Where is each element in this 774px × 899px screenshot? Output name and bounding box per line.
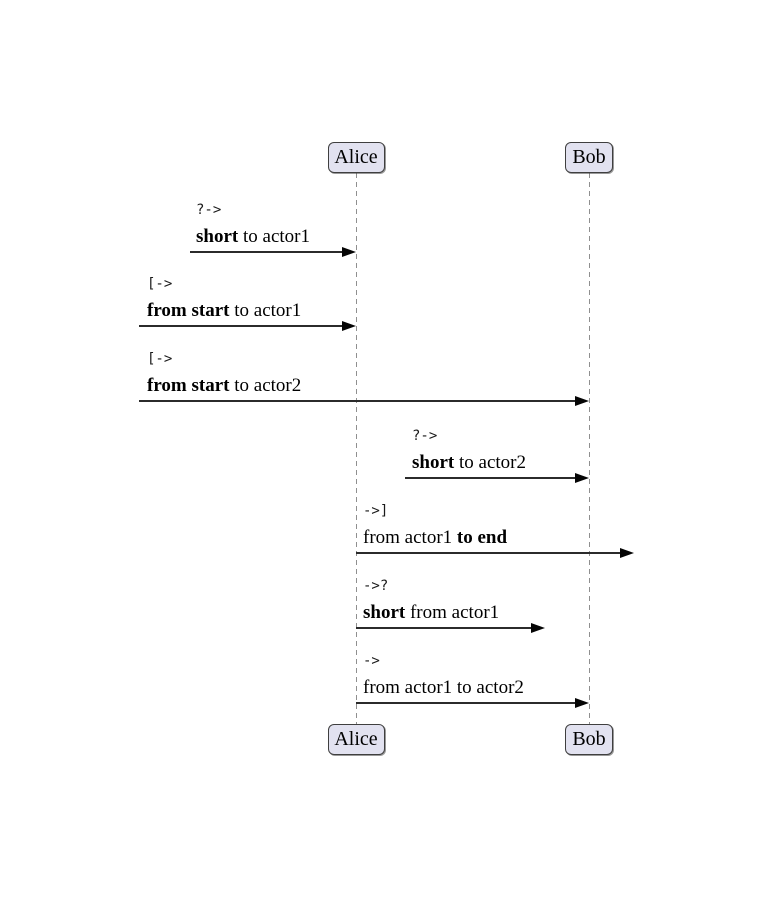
message-2-code: [-> (147, 276, 173, 292)
message-1-arrowhead-icon (342, 247, 356, 257)
message-6-label: short from actor1 (363, 602, 500, 623)
actor-box-actor2-top: Bob (565, 142, 613, 173)
message-1-code: ?-> (196, 202, 222, 218)
message-6-arrow-line (356, 627, 541, 629)
message-3-code: [-> (147, 351, 173, 367)
message-3-arrowhead-icon (575, 396, 589, 406)
message-4-arrow-line (405, 477, 585, 479)
message-5-code: ->] (363, 503, 389, 519)
message-3-arrow-line (139, 400, 585, 402)
message-6-code: ->? (363, 578, 389, 594)
message-4-arrowhead-icon (575, 473, 589, 483)
message-3-label: from start to actor2 (147, 375, 302, 396)
message-7-label: from actor1 to actor2 (363, 677, 524, 698)
message-7-arrow-line (356, 702, 585, 704)
message-5-arrowhead-icon (620, 548, 634, 558)
lifeline-actor2 (589, 173, 590, 724)
actor-box-actor1-top: Alice (327, 142, 385, 173)
message-1-arrow-line (190, 251, 352, 253)
message-2-arrowhead-icon (342, 321, 356, 331)
message-6-arrowhead-icon (531, 623, 545, 633)
message-7-arrowhead-icon (575, 698, 589, 708)
message-7-code: -> (363, 653, 380, 669)
message-2-arrow-line (139, 325, 352, 327)
actor-box-actor1-bottom: Alice (327, 724, 385, 755)
message-5-arrow-line (356, 552, 630, 554)
message-2-label: from start to actor1 (147, 300, 302, 321)
message-4-code: ?-> (412, 428, 438, 444)
message-5-label: from actor1 to end (363, 527, 508, 548)
actor-box-actor2-bottom: Bob (565, 724, 613, 755)
lifeline-actor1 (356, 173, 357, 724)
message-1-label: short to actor1 (196, 226, 310, 247)
message-4-label: short to actor2 (412, 452, 526, 473)
